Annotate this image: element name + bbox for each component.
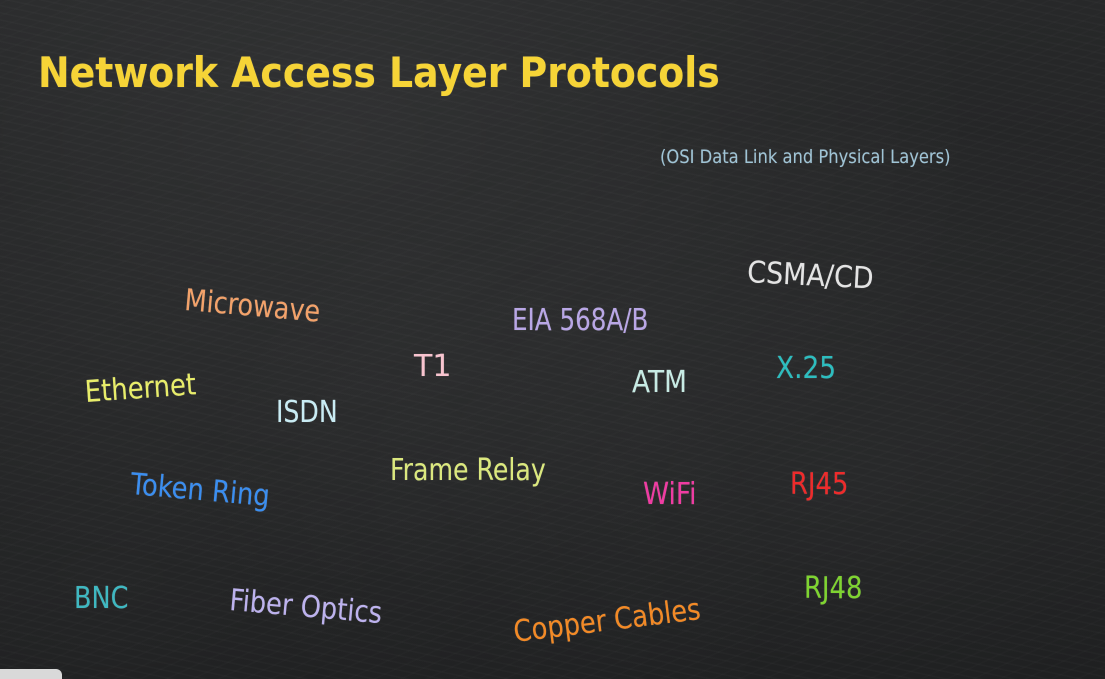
- term-bnc: BNC: [74, 581, 129, 616]
- term-ethernet: Ethernet: [83, 367, 198, 410]
- term-t1: T1: [414, 349, 452, 384]
- term-x25: X.25: [776, 351, 837, 386]
- term-token-ring: Token Ring: [129, 467, 272, 515]
- term-wifi: WiFi: [643, 477, 697, 512]
- video-overlay-corner: [0, 669, 62, 679]
- term-copper-cables: Copper Cables: [511, 592, 703, 650]
- term-eia-568: EIA 568A/B: [512, 303, 649, 338]
- slide-subtitle: (OSI Data Link and Physical Layers): [660, 146, 951, 168]
- term-atm: ATM: [632, 365, 687, 400]
- term-rj48: RJ48: [804, 571, 863, 606]
- slide-title: Network Access Layer Protocols: [38, 48, 720, 97]
- term-fiber-optics: Fiber Optics: [228, 583, 384, 632]
- term-csma-cd: CSMA/CD: [746, 255, 875, 297]
- term-frame-relay: Frame Relay: [390, 453, 546, 488]
- term-isdn: ISDN: [276, 395, 338, 430]
- term-rj45: RJ45: [790, 467, 849, 502]
- term-microwave: Microwave: [183, 283, 322, 330]
